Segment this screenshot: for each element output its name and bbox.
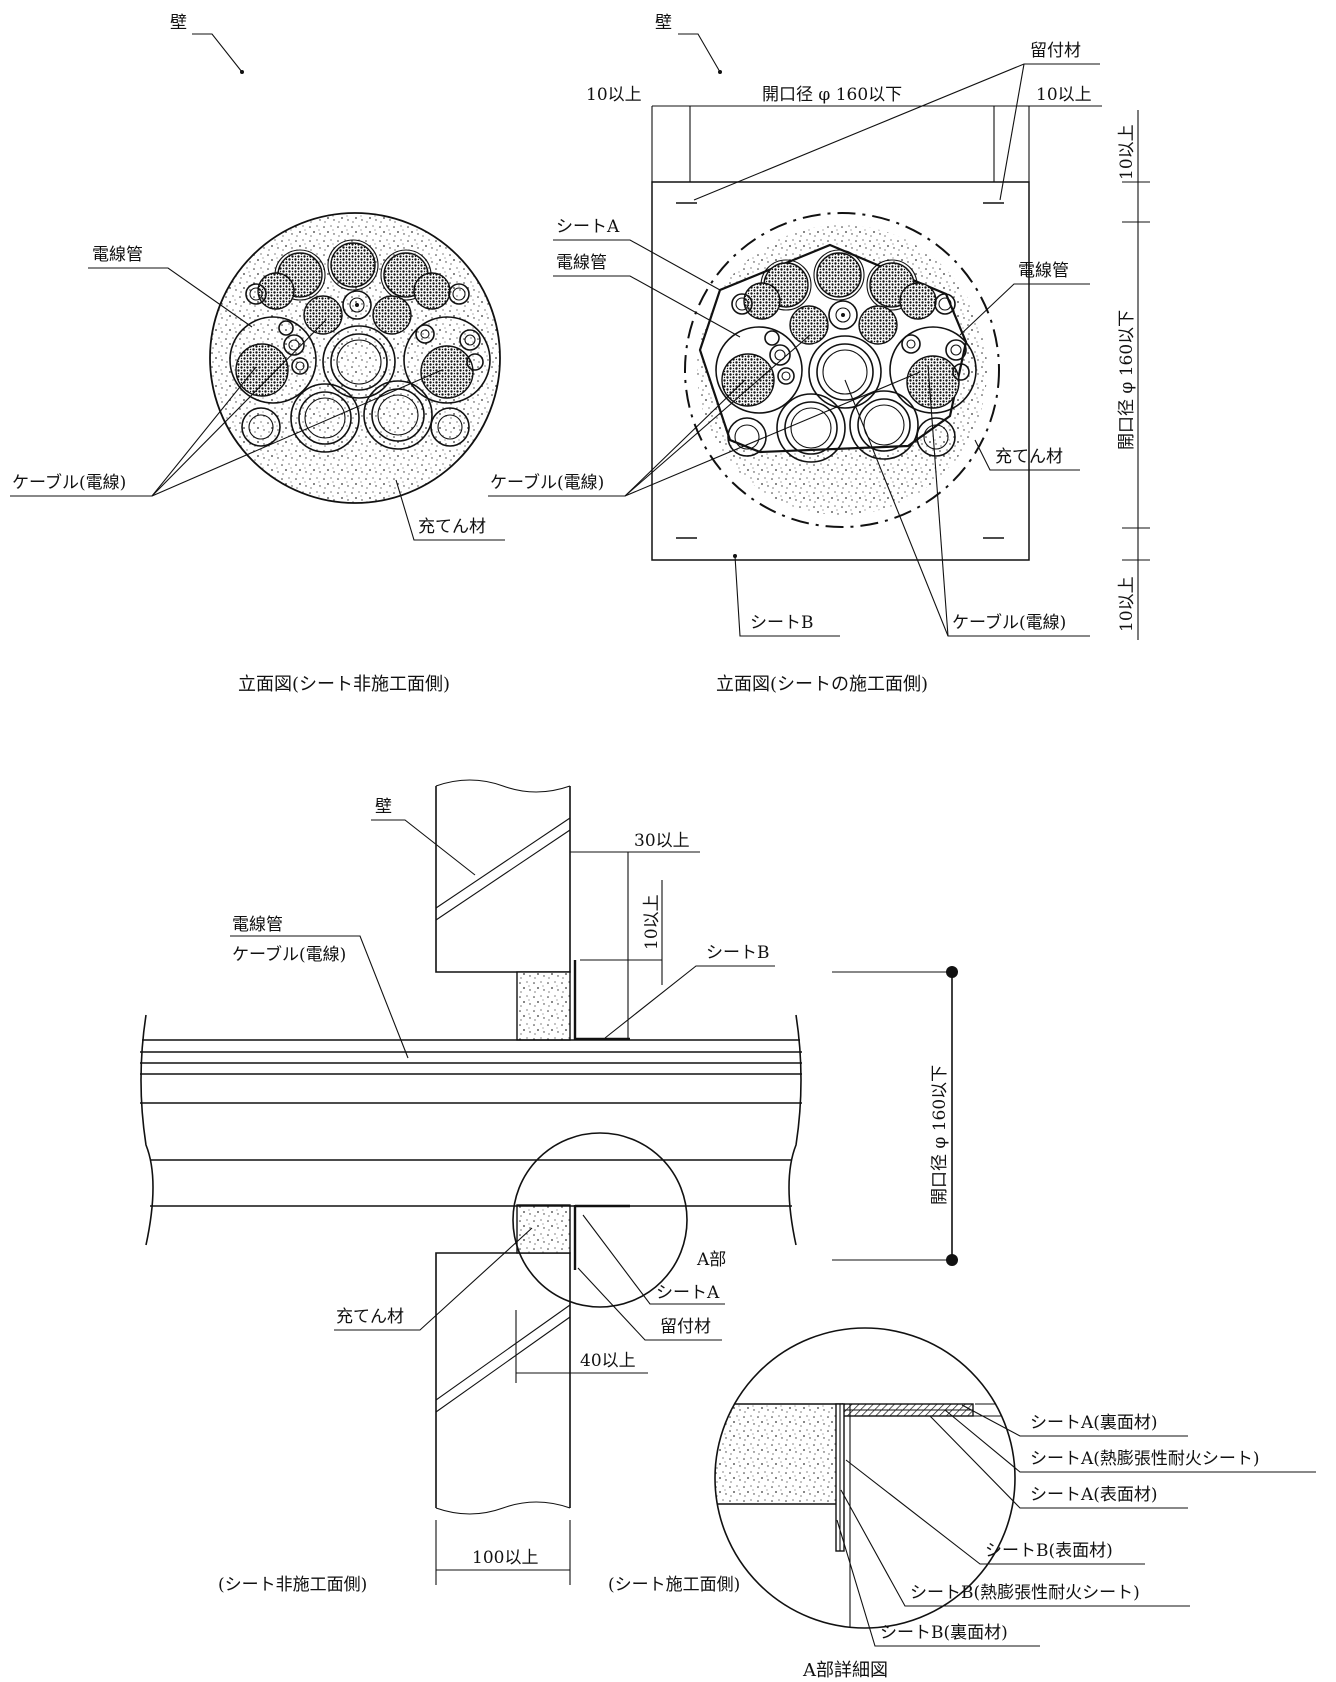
opening-v-dim: 開口径 φ 160以下 xyxy=(1117,310,1137,450)
b-surface-label: シートB(表面材) xyxy=(985,1541,1113,1561)
part-a-circle xyxy=(512,1132,688,1308)
sheet-b-label: シートB xyxy=(750,613,814,633)
margin-left-dim: 10以上 xyxy=(586,85,642,105)
a-fire-label: シートA(熱膨張性耐火シート) xyxy=(1030,1449,1260,1469)
detail-circle xyxy=(714,1327,1016,1629)
detail-filler xyxy=(715,1404,843,1504)
b-back-label: シートB(裏面材) xyxy=(880,1622,1008,1643)
sheet-b-label: シートB xyxy=(706,943,770,963)
fixing-label: 留付材 xyxy=(660,1317,711,1337)
cable-break-right xyxy=(788,1014,802,1246)
fixing-label: 留付材 xyxy=(1030,41,1081,61)
sheet-b-leader xyxy=(604,965,775,1039)
cable-break-left xyxy=(140,1014,154,1246)
cable-label: ケーブル(電線) xyxy=(12,472,126,493)
wall-point xyxy=(240,70,244,74)
conduit-label-right: 電線管 xyxy=(1018,261,1069,281)
wall-hatch xyxy=(435,817,571,909)
dim-10: 10以上 xyxy=(642,894,662,950)
opening-circle xyxy=(684,212,1000,528)
cable-label-bottom: ケーブル(電線) xyxy=(952,612,1066,633)
b-back-leader xyxy=(836,1519,1040,1647)
wall-label: 壁 xyxy=(170,13,187,33)
dim-40: 40以上 xyxy=(580,1351,636,1371)
cable-leader-3 xyxy=(151,369,443,497)
cable-group xyxy=(229,239,491,453)
upper-wall-break xyxy=(435,779,571,793)
caption-left: (シート非施工面側) xyxy=(218,1575,367,1595)
fixing-leader-2 xyxy=(999,63,1025,201)
elevation-left: 壁 xyxy=(10,13,505,695)
wall-label: 壁 xyxy=(655,13,672,33)
filler-leader xyxy=(334,1227,533,1331)
cable-leader-left-3 xyxy=(624,371,921,497)
b-fire-leader xyxy=(840,1489,1190,1607)
wall-leader xyxy=(678,33,721,73)
cable-group xyxy=(715,249,977,463)
sheet-a-label: シートA xyxy=(656,1283,720,1303)
dim-30: 30以上 xyxy=(634,831,690,851)
b-fire-label: シートB(熱膨張性耐火シート) xyxy=(910,1583,1140,1603)
conduit-label-left: 電線管 xyxy=(556,253,607,273)
b-surface-leader xyxy=(845,1459,1145,1565)
lower-wall-break xyxy=(435,1501,571,1515)
a-back-leader xyxy=(961,1404,1188,1437)
cable-leader-left-2 xyxy=(624,334,811,497)
wall-hatch xyxy=(435,1316,571,1413)
upper-wall xyxy=(435,786,571,973)
conduit-leader xyxy=(88,267,253,328)
detail-a: シートA(裏面材) シートA(熱膨張性耐火シート) シートA(表面材) シートB… xyxy=(714,1327,1316,1681)
a-surface-leader xyxy=(929,1415,1188,1509)
part-a-label: A部 xyxy=(696,1250,726,1270)
a-back-label: シートA(裏面材) xyxy=(1030,1412,1158,1433)
cable-label-left: ケーブル(電線) xyxy=(490,472,604,493)
cable-label: ケーブル(電線) xyxy=(232,944,346,965)
a-surface-label: シートA(表面材) xyxy=(1030,1485,1158,1505)
section-view: 開口径 φ 160以下 30以上 10以上 壁 電線管 ケーブル(電線) シート… xyxy=(140,779,958,1595)
sheet-a-leader xyxy=(553,239,721,291)
a-fire-leader xyxy=(944,1409,1316,1473)
sheet-a-label: シートA xyxy=(556,217,620,237)
caption-right: 立面図(シートの施工面側) xyxy=(716,674,928,695)
opening-v-dim: 開口径 φ 160以下 xyxy=(930,1065,950,1205)
caption-right: (シート施工面側) xyxy=(608,1575,740,1595)
margin-right-dim: 10以上 xyxy=(1036,85,1092,105)
wall-point xyxy=(718,70,722,74)
caption-left: 立面図(シート非施工面側) xyxy=(238,674,450,695)
wall-leader xyxy=(371,819,476,876)
dim-dot xyxy=(946,1254,958,1266)
sheet-a-leader xyxy=(582,1214,725,1305)
conduit-leader-left xyxy=(553,275,741,338)
detail-caption: A部詳細図 xyxy=(802,1660,888,1681)
fixing-leader xyxy=(577,1267,722,1341)
sheet-b-leader xyxy=(734,555,840,637)
dim-100: 100以上 xyxy=(472,1548,538,1568)
opening-dim: 開口径 φ 160以下 xyxy=(762,85,902,105)
filler-label: 充てん材 xyxy=(418,517,486,537)
lower-filler xyxy=(516,1204,571,1254)
margin-bottom-dim: 10以上 xyxy=(1117,576,1137,632)
filler-label: 充てん材 xyxy=(995,447,1063,467)
margin-top-dim: 10以上 xyxy=(1117,124,1137,180)
wall-label: 壁 xyxy=(375,797,392,817)
cable-leader-2 xyxy=(151,319,327,497)
dim-dot xyxy=(946,966,958,978)
lower-wall xyxy=(435,1252,571,1508)
cable-leader-bottom-2 xyxy=(927,364,949,637)
filler-leader xyxy=(974,439,1080,471)
wall-leader xyxy=(192,33,243,73)
section-conduit-leader xyxy=(230,935,409,1059)
sheet-b-rect xyxy=(651,181,1030,561)
wall-hatch xyxy=(435,829,571,921)
wall-hatch xyxy=(435,1304,571,1401)
conduit-label: 電線管 xyxy=(92,245,143,265)
conduit-leader-right xyxy=(959,283,1090,336)
filler-label: 充てん材 xyxy=(336,1307,404,1327)
conduit-label: 電線管 xyxy=(232,915,283,935)
elevation-right: 壁 10以上 開口径 φ 160以下 10以上 留付材 xyxy=(488,13,1150,695)
upper-filler xyxy=(516,971,571,1041)
filler-leader xyxy=(395,479,505,541)
sheet-b-point xyxy=(733,554,737,558)
